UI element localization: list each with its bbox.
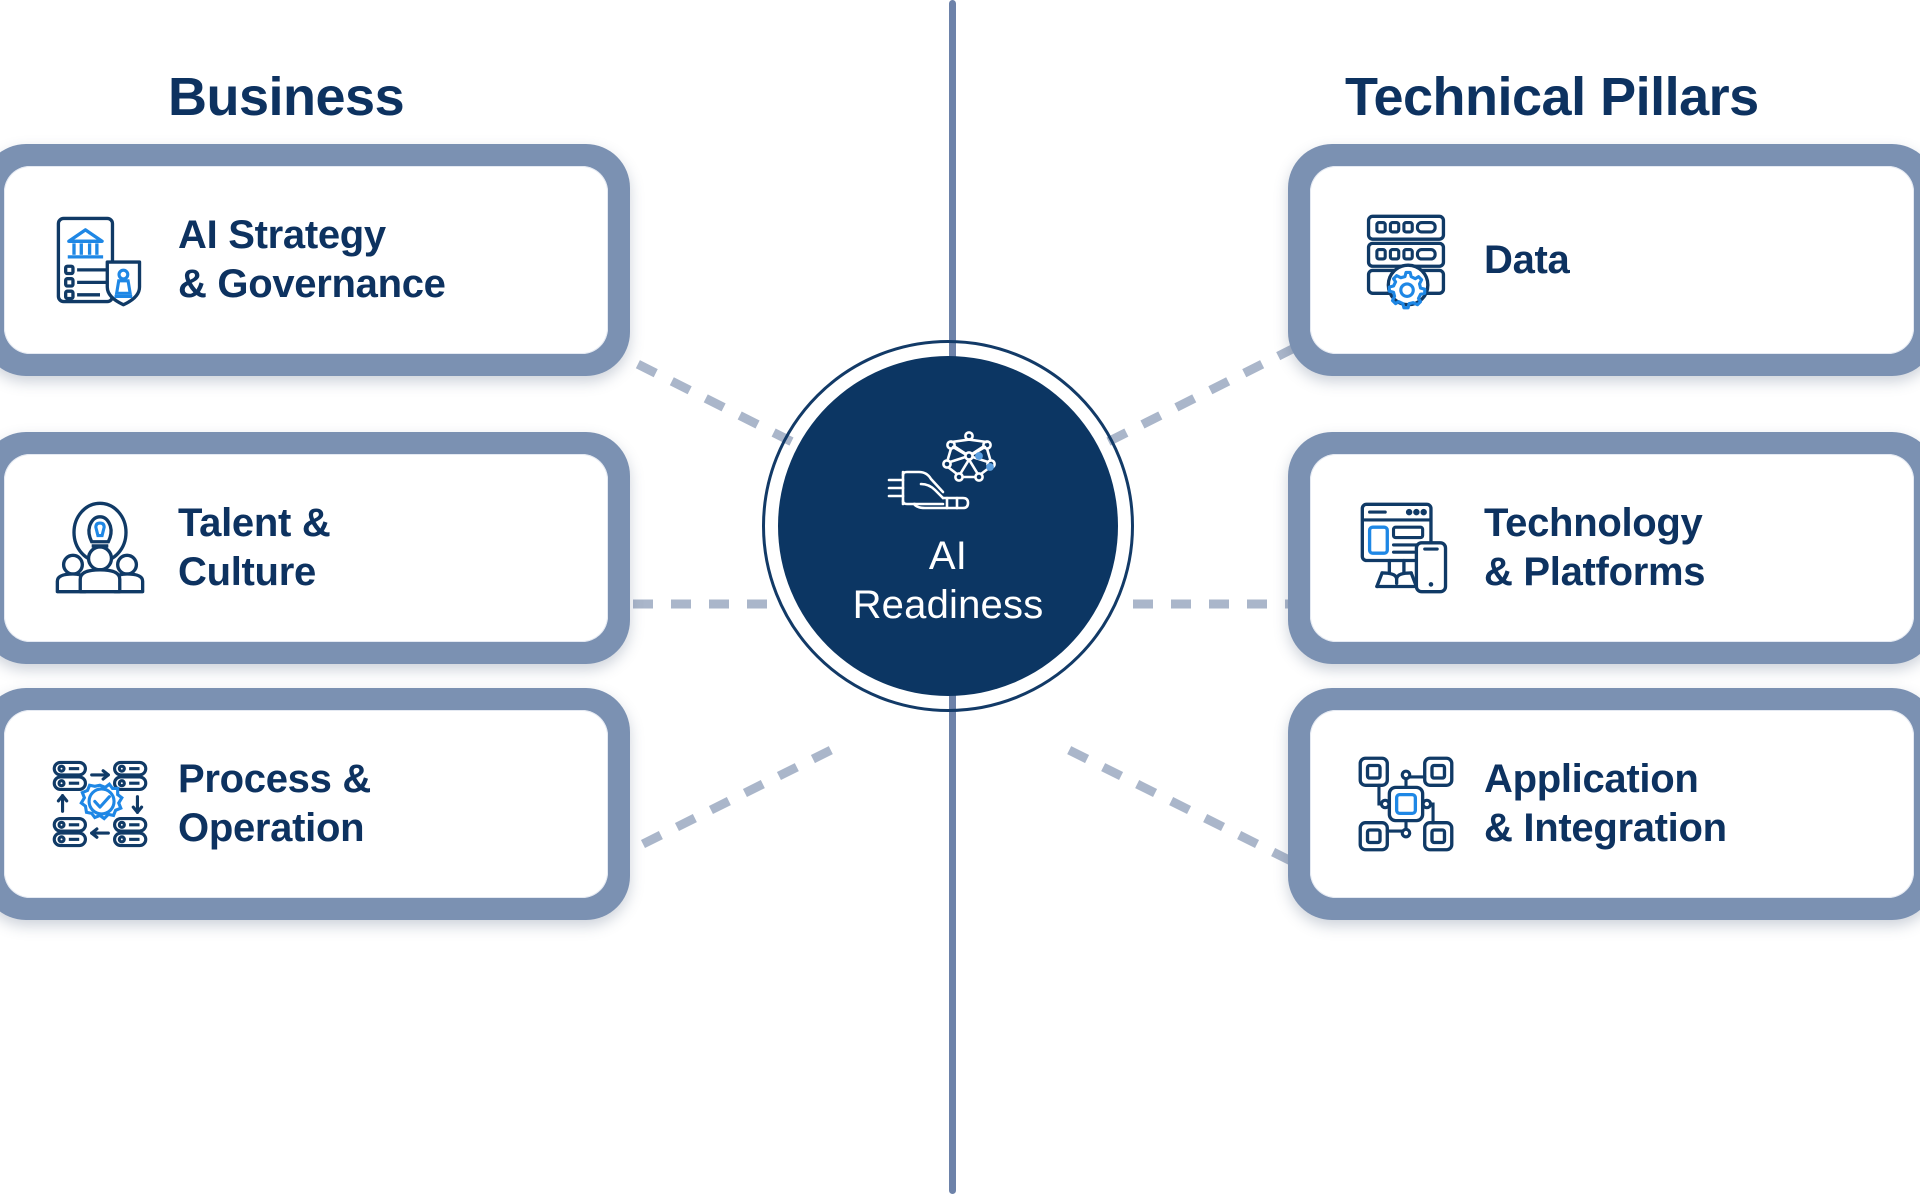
card-label-line2: & Integration (1484, 806, 1727, 850)
lightbulb-people-icon (48, 496, 152, 600)
monitor-mobile-icon (1354, 496, 1458, 600)
card-label: AI Strategy & Governance (178, 211, 446, 309)
hub-ai-readiness[interactable]: AI Readiness (778, 356, 1118, 696)
card-label: Process & Operation (178, 755, 371, 853)
card-data[interactable]: Data (1288, 144, 1920, 376)
connector-app (1062, 743, 1328, 883)
card-label-line1: Process & (178, 757, 371, 802)
server-stack-gear-icon (1354, 208, 1458, 312)
card-label-line1: Talent & (178, 501, 331, 546)
card-label-line1: Technology (1484, 501, 1703, 546)
server-cycle-gear-icon (48, 752, 152, 856)
card-label: Talent & Culture (178, 499, 331, 597)
card-inner: Talent & Culture (4, 454, 608, 642)
card-label-line1: Data (1484, 237, 1570, 282)
hub-label-line1: AI (928, 534, 968, 579)
card-inner: Data (1310, 166, 1914, 354)
column-heading-business: Business (168, 67, 405, 127)
hub-label-line2: Readiness (852, 583, 1044, 627)
card-label: Technology & Platforms (1484, 499, 1706, 597)
card-inner: Process & Operation (4, 710, 608, 898)
column-heading-technical-pillars: Technical Pillars (1345, 67, 1759, 127)
card-application-integration[interactable]: Application & Integration (1288, 688, 1920, 920)
card-label: Data (1484, 236, 1570, 285)
hand-holding-ai-network-icon (887, 431, 996, 510)
card-label-line1: Application (1484, 757, 1699, 802)
card-label-line2: & Governance (178, 262, 446, 306)
chip-network-nodes-icon (1354, 752, 1458, 856)
hub-label: AI Readiness (853, 532, 1044, 630)
card-process-operation[interactable]: Process & Operation (0, 688, 630, 920)
card-label-line1: AI Strategy (178, 213, 386, 258)
card-technology-platforms[interactable]: Technology & Platforms (1288, 432, 1920, 664)
card-label: Application & Integration (1484, 755, 1727, 853)
document-bank-shield-icon (48, 208, 152, 312)
card-label-line2: Culture (178, 550, 316, 594)
card-inner: AI Strategy & Governance (4, 166, 608, 354)
card-label-line2: Operation (178, 806, 365, 850)
card-ai-strategy-governance[interactable]: AI Strategy & Governance (0, 144, 630, 376)
hub-outer-ring (762, 340, 1134, 712)
card-talent-culture[interactable]: Talent & Culture (0, 432, 630, 664)
card-label-line2: & Platforms (1484, 550, 1706, 594)
card-inner: Technology & Platforms (1310, 454, 1914, 642)
card-inner: Application & Integration (1310, 710, 1914, 898)
